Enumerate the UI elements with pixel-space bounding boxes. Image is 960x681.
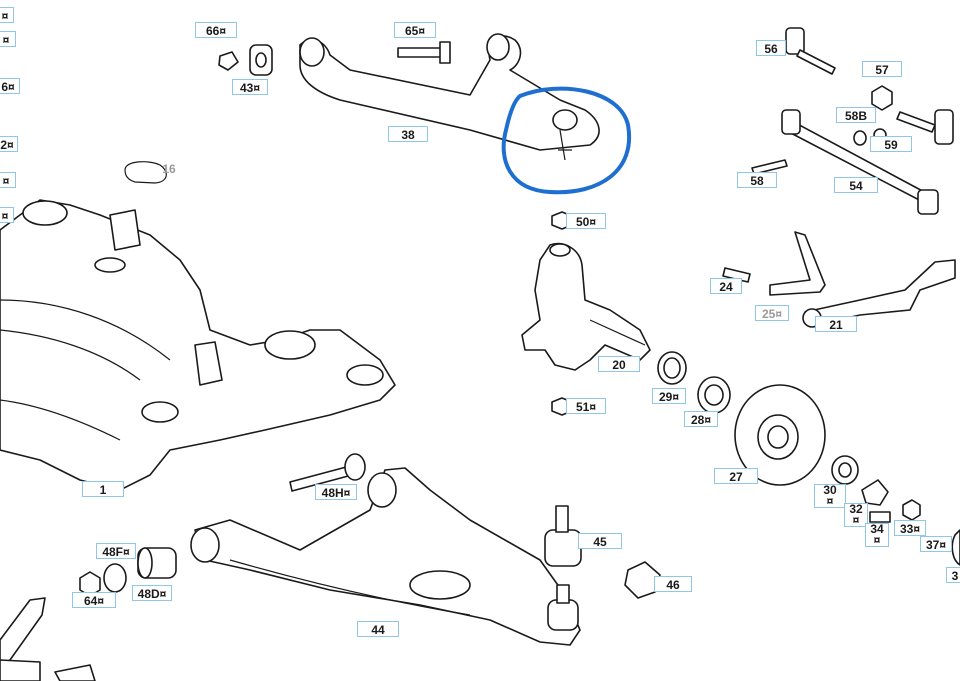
callout-43[interactable]: 43¤: [232, 79, 268, 95]
callout-65[interactable]: 65¤: [394, 22, 436, 38]
callout-37[interactable]: 37¤: [920, 536, 952, 552]
tie-rod-end-right[interactable]: [896, 109, 954, 145]
bearing-30[interactable]: [831, 455, 859, 485]
bearing-28[interactable]: [697, 376, 731, 414]
callout-58[interactable]: 58: [737, 172, 777, 188]
nut-33[interactable]: [902, 499, 921, 521]
ball-joint-lower[interactable]: [547, 584, 579, 631]
bolt-48H[interactable]: [289, 453, 366, 492]
callout-edge-5[interactable]: ¤: [0, 172, 16, 188]
callout-46[interactable]: 46: [654, 576, 692, 592]
tie-rod-54[interactable]: [781, 109, 939, 215]
callout-edge-1[interactable]: ¤: [0, 7, 14, 23]
tie-rod-end-56[interactable]: [785, 27, 836, 75]
callout-58B[interactable]: 58B: [836, 107, 876, 123]
callout-edge-4[interactable]: 2¤: [0, 136, 18, 152]
callout-20[interactable]: 20: [598, 356, 640, 372]
callout-48H[interactable]: 48H¤: [315, 484, 357, 500]
callout-45[interactable]: 45: [578, 533, 622, 549]
callout-66[interactable]: 66¤: [195, 22, 237, 38]
callout-51[interactable]: 51¤: [566, 398, 606, 414]
bolt-65[interactable]: [397, 41, 451, 64]
wheel-hub-27[interactable]: [734, 384, 826, 486]
callout-edge-2[interactable]: ¤: [0, 31, 16, 47]
highlight-circle: [501, 86, 632, 195]
clamp-46[interactable]: [624, 561, 661, 599]
callout-1[interactable]: 1: [82, 481, 124, 497]
ball-joint-45[interactable]: [544, 505, 582, 567]
front-subframe[interactable]: [0, 199, 396, 491]
callout-29[interactable]: 29¤: [652, 388, 686, 404]
callout-32[interactable]: 32 ¤: [844, 503, 868, 527]
callout-edge-6[interactable]: ¤: [0, 207, 14, 223]
callout-48F[interactable]: 48F¤: [96, 543, 136, 559]
callout-25[interactable]: 25¤: [755, 305, 789, 321]
callout-27[interactable]: 27: [714, 468, 758, 484]
callout-50[interactable]: 50¤: [566, 213, 606, 229]
washer-32[interactable]: [861, 479, 889, 506]
washer-48D[interactable]: [103, 563, 127, 593]
callout-44[interactable]: 44: [357, 621, 399, 637]
lower-control-arm[interactable]: [190, 467, 581, 646]
nut-57[interactable]: [871, 85, 893, 111]
steering-knuckle[interactable]: [521, 243, 651, 371]
bushing-43[interactable]: [218, 44, 273, 76]
nut-34[interactable]: [869, 511, 891, 523]
callout-64[interactable]: 64¤: [72, 592, 116, 608]
bolt-24[interactable]: [722, 267, 751, 283]
seal-29[interactable]: [657, 351, 687, 385]
bracket-fragment: [0, 597, 96, 681]
callout-21[interactable]: 21: [815, 316, 857, 332]
callout-34[interactable]: 34 ¤: [865, 523, 889, 547]
bushing-48F[interactable]: [137, 547, 177, 579]
callout-30[interactable]: 30 ¤: [814, 484, 846, 508]
callout-56[interactable]: 56: [756, 40, 786, 56]
upper-control-arm[interactable]: [299, 33, 600, 161]
callout-edge-7[interactable]: 3: [946, 567, 960, 583]
callout-54[interactable]: 54: [834, 177, 878, 193]
bracket-25[interactable]: [769, 231, 826, 296]
nut-64[interactable]: [79, 571, 101, 597]
callout-48D[interactable]: 48D¤: [132, 585, 172, 601]
gasket-16[interactable]: [124, 161, 167, 184]
callout-57[interactable]: 57: [862, 61, 902, 77]
callout-24[interactable]: 24: [710, 278, 742, 294]
callout-38[interactable]: 38: [388, 126, 428, 142]
partial-part-right: [951, 529, 960, 566]
callout-16[interactable]: 16: [162, 162, 176, 176]
callout-28[interactable]: 28¤: [684, 411, 718, 427]
callout-edge-3[interactable]: 6¤: [0, 78, 20, 94]
callout-33[interactable]: 33¤: [894, 520, 926, 536]
washer-58B[interactable]: [853, 130, 867, 146]
callout-59[interactable]: 59: [870, 136, 912, 152]
